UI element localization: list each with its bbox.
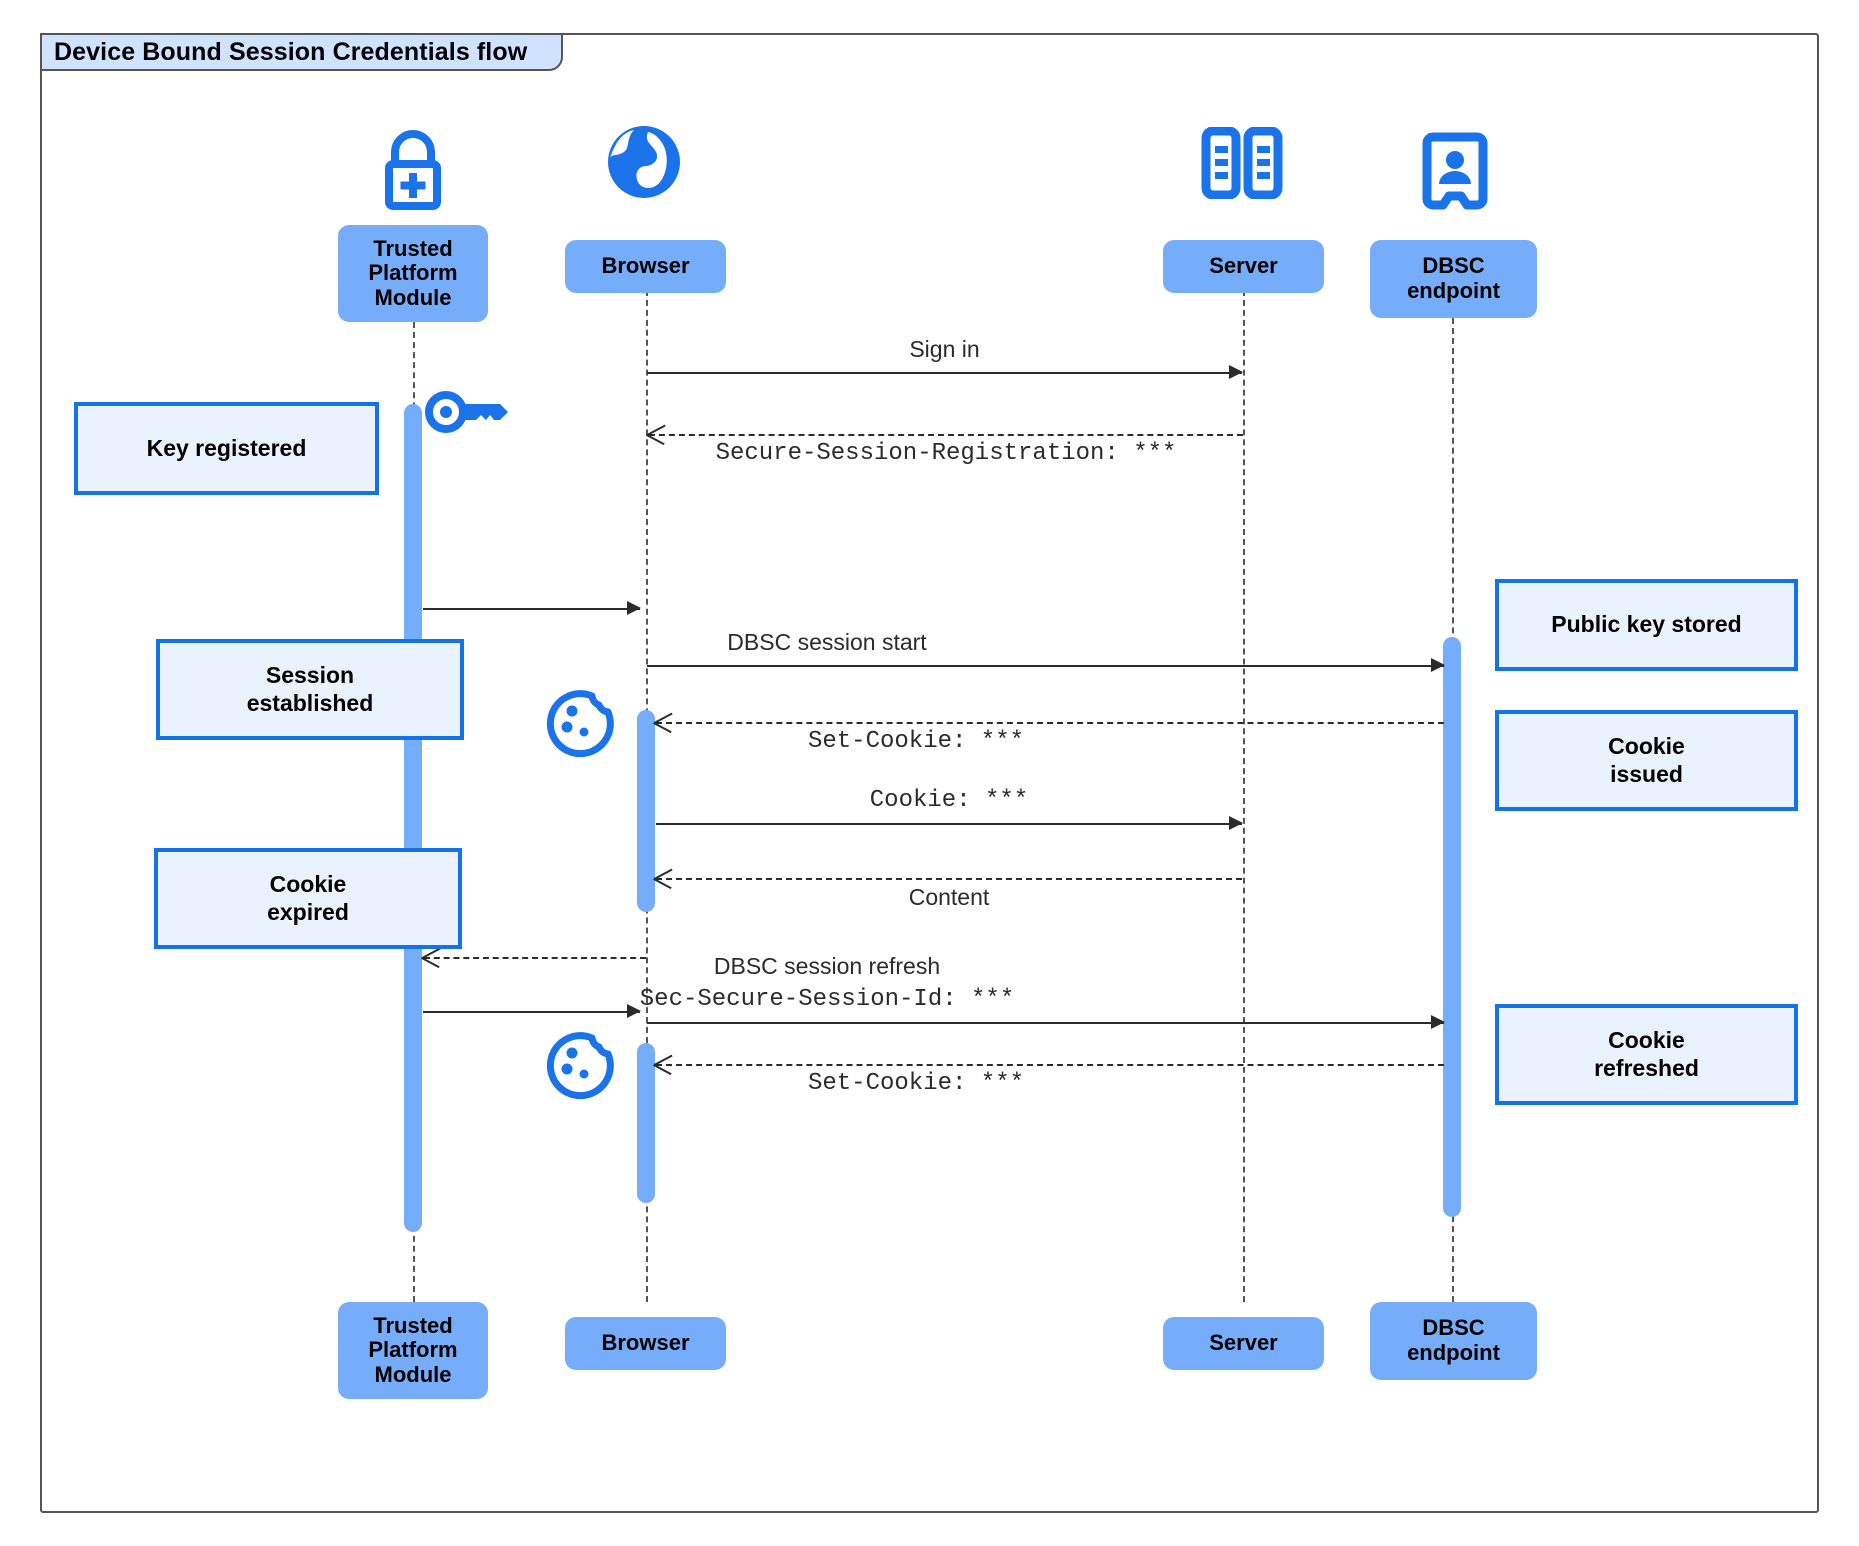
arrowhead-right-icon — [1229, 365, 1243, 379]
participant-header-dbsc[interactable]: DBSC endpoint — [1370, 240, 1537, 318]
arrowhead-right-icon — [1431, 1015, 1445, 1029]
server-racks-icon — [1200, 126, 1284, 200]
key-icon — [424, 388, 512, 436]
participant-header-tpm[interactable]: Trusted Platform Module — [338, 225, 488, 322]
id-badge-icon — [1422, 132, 1488, 210]
page-title: Device Bound Session Credentials flow — [54, 37, 528, 66]
participant-label: Trusted Platform Module — [368, 1312, 458, 1387]
note-text: Session established — [246, 661, 374, 716]
note-session-established: Session established — [156, 639, 464, 740]
globe-icon — [604, 122, 684, 202]
message-line — [656, 823, 1242, 825]
participant-label: Server — [1209, 253, 1278, 279]
lock-plus-icon — [374, 128, 452, 210]
participant-label: Browser — [601, 253, 690, 279]
activation-dbsc — [1443, 637, 1461, 1217]
message-line — [647, 372, 1242, 374]
diagram-title-tab: Device Bound Session Credentials flow — [40, 33, 564, 71]
note-text: Cookie expired — [267, 870, 349, 925]
activation-browser-refresh — [637, 1043, 655, 1203]
message-label: DBSC session start — [727, 629, 927, 655]
message-line — [649, 434, 1243, 436]
activation-browser-cookie — [637, 710, 655, 912]
message-line — [424, 957, 646, 959]
note-public-key-stored: Public key stored — [1495, 579, 1798, 671]
message-label: Content — [908, 884, 990, 910]
message-line — [647, 1022, 1444, 1024]
participant-label: DBSC endpoint — [1407, 1315, 1500, 1365]
note-text: Public key stored — [1551, 611, 1742, 638]
participant-footer-browser[interactable]: Browser — [565, 1317, 726, 1370]
message-line — [647, 665, 1444, 667]
note-key-registered: Key registered — [74, 402, 379, 495]
participant-label: Server — [1209, 1330, 1278, 1356]
arrowhead-right-icon — [627, 1004, 641, 1018]
participant-footer-server[interactable]: Server — [1163, 1317, 1324, 1370]
arrowhead-right-icon — [627, 601, 641, 615]
lifeline-server — [1243, 280, 1245, 1302]
participant-header-browser[interactable]: Browser — [565, 240, 726, 293]
note-cookie-issued: Cookie issued — [1495, 710, 1798, 811]
note-text: Cookie refreshed — [1594, 1026, 1699, 1081]
message-line — [423, 1011, 640, 1013]
participant-header-server[interactable]: Server — [1163, 240, 1324, 293]
arrowhead-right-icon — [1229, 816, 1243, 830]
cookie-icon — [546, 688, 616, 758]
message-line — [423, 608, 640, 610]
message-label: Cookie: *** — [869, 787, 1029, 814]
message-label-line2: Sec-Secure-Session-Id: *** — [639, 986, 1015, 1013]
arrowhead-left-open-icon — [422, 946, 444, 968]
activation-tpm — [404, 404, 422, 1232]
message-label-line1: DBSC session refresh — [713, 953, 941, 979]
participant-footer-tpm[interactable]: Trusted Platform Module — [338, 1302, 488, 1399]
note-cookie-expired: Cookie expired — [154, 848, 462, 949]
note-cookie-refreshed: Cookie refreshed — [1495, 1004, 1798, 1105]
participant-label: Trusted Platform Module — [368, 235, 458, 310]
note-text: Key registered — [146, 434, 307, 461]
participant-label: Browser — [601, 1330, 690, 1356]
participant-footer-dbsc[interactable]: DBSC endpoint — [1370, 1302, 1537, 1380]
message-line — [656, 722, 1444, 724]
message-label: Secure-Session-Registration: *** — [715, 440, 1177, 467]
note-text: Cookie issued — [1608, 732, 1685, 787]
message-line — [656, 1064, 1444, 1066]
message-label: Set-Cookie: *** — [807, 728, 1025, 755]
cookie-icon — [546, 1030, 616, 1100]
arrowhead-right-icon — [1431, 658, 1445, 672]
participant-label: DBSC endpoint — [1407, 253, 1500, 303]
message-label: Sign in — [909, 336, 980, 362]
message-line — [656, 878, 1242, 880]
message-label: Set-Cookie: *** — [807, 1070, 1025, 1097]
